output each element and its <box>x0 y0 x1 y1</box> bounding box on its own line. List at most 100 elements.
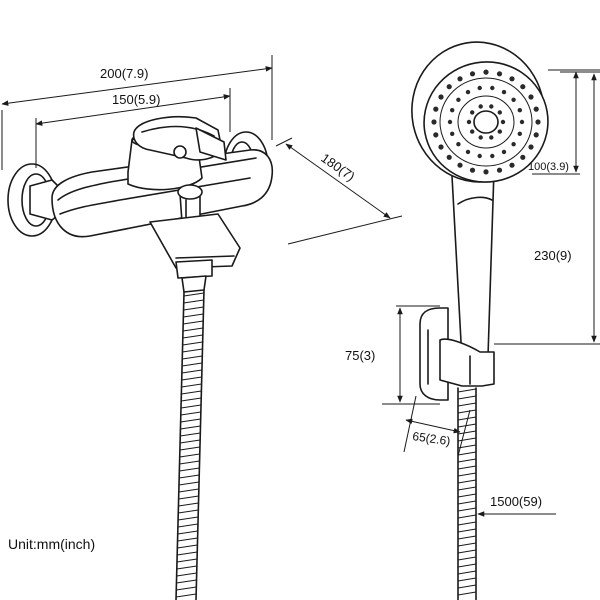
hose-rib <box>457 430 477 435</box>
hose-rib <box>457 535 477 540</box>
hose-rib <box>183 313 204 318</box>
hose-rib <box>457 584 477 589</box>
hose-rib <box>457 563 477 568</box>
nozzle-hole <box>520 154 526 160</box>
nozzle-hole <box>446 84 452 90</box>
mixer-body <box>51 149 274 238</box>
nozzle-hole <box>456 142 461 147</box>
nozzle-hole <box>483 69 489 75</box>
hose-rib <box>457 507 477 512</box>
nozzle-hole <box>438 144 444 150</box>
nozzle-hole <box>470 110 475 115</box>
nozzle-hole <box>465 89 471 95</box>
nozzle-hole <box>496 71 503 77</box>
holder-width-label: 65(2.6) <box>412 429 452 448</box>
nozzle-hole <box>465 149 471 155</box>
hose-rib <box>457 458 477 463</box>
handset-handle <box>451 169 495 361</box>
hose-rib <box>457 500 477 505</box>
nozzle-hole <box>489 135 494 140</box>
hose-rib <box>177 537 198 542</box>
dimension-mount-spacing: 150(5.9) <box>35 88 231 168</box>
hose-rib <box>180 425 201 430</box>
nozzle-hole <box>517 108 522 113</box>
hose-rib <box>181 390 202 395</box>
hose-rib <box>457 395 477 400</box>
hose-rib <box>182 327 204 332</box>
left-hose <box>175 289 205 600</box>
hose-rib <box>457 556 477 561</box>
nozzle-hole <box>535 119 541 125</box>
hose-rib <box>457 493 477 498</box>
nozzle-hole <box>528 144 534 150</box>
hose-rib <box>183 292 204 297</box>
hose-rib <box>457 388 477 393</box>
projection-label: 180(7) <box>318 150 357 184</box>
hose-rib <box>457 437 477 442</box>
hose-rib <box>176 593 197 598</box>
nozzle-hole <box>450 108 455 113</box>
hose-rib <box>176 565 197 570</box>
hose-rib <box>457 451 477 456</box>
hose-rib <box>457 549 477 554</box>
hose-rib <box>178 502 199 507</box>
hose-rib <box>176 579 197 584</box>
nozzle-hole <box>470 129 475 134</box>
hose-rib <box>176 572 197 577</box>
wall-holder <box>419 307 495 401</box>
nozzle-hole <box>490 153 495 159</box>
hose-rib <box>457 591 477 596</box>
hand-shower <box>411 41 549 600</box>
bath-mixer <box>7 115 274 600</box>
hose-rib <box>457 423 477 428</box>
hose-rib <box>457 521 477 526</box>
hose-rib <box>457 409 477 414</box>
hose-rib <box>178 488 199 493</box>
hose-rib <box>179 474 200 479</box>
nozzle-hole <box>457 162 463 168</box>
hose-rib <box>183 320 204 325</box>
nozzle-hole <box>433 106 439 112</box>
hose-rib <box>179 467 200 472</box>
hose-rib <box>178 516 199 521</box>
hose-rib <box>182 362 203 367</box>
nozzle-hole <box>478 104 483 109</box>
nozzle-hole <box>528 94 534 100</box>
nozzle-hole <box>501 149 507 155</box>
hose-rib <box>457 465 477 470</box>
dimension-handset-length: 230(9) <box>494 71 600 345</box>
hose-rib <box>457 514 477 519</box>
nozzle-hole <box>457 76 463 82</box>
lever-handle <box>132 115 227 161</box>
hose-rib <box>182 348 203 353</box>
hose-rib <box>180 411 201 416</box>
hose-rib <box>182 341 203 346</box>
nozzle-hole <box>519 119 525 125</box>
handset-length-label: 230(9) <box>534 248 572 263</box>
hose-rib <box>179 460 200 465</box>
nozzle-hole <box>501 89 507 95</box>
nozzle-hole <box>533 106 539 112</box>
hose-rib <box>181 369 202 374</box>
hose-rib <box>177 523 198 528</box>
shower-head <box>411 41 549 183</box>
nozzle-hole <box>496 167 503 173</box>
head-diameter-label: 100(3.9) <box>528 161 569 173</box>
hose-rib <box>183 299 204 304</box>
nozzle-hole <box>477 85 482 91</box>
nozzle-hole <box>497 129 502 134</box>
nozzle-hole <box>431 119 437 125</box>
hose-rib <box>457 416 477 421</box>
hose-rib <box>179 453 200 458</box>
mount-spacing-label: 150(5.9) <box>112 92 160 107</box>
spray-nozzles <box>431 69 541 175</box>
dimension-projection: 180(7) <box>275 137 403 245</box>
nozzle-hole <box>438 94 444 100</box>
hose-rib <box>178 495 199 500</box>
dimension-holder-height: 75(3) <box>345 305 440 405</box>
nozzle-hole <box>520 84 526 90</box>
hose-connector <box>175 259 213 293</box>
nozzle-hole <box>456 97 461 103</box>
hose-rib <box>179 446 200 451</box>
nozzle-hole <box>477 153 482 159</box>
